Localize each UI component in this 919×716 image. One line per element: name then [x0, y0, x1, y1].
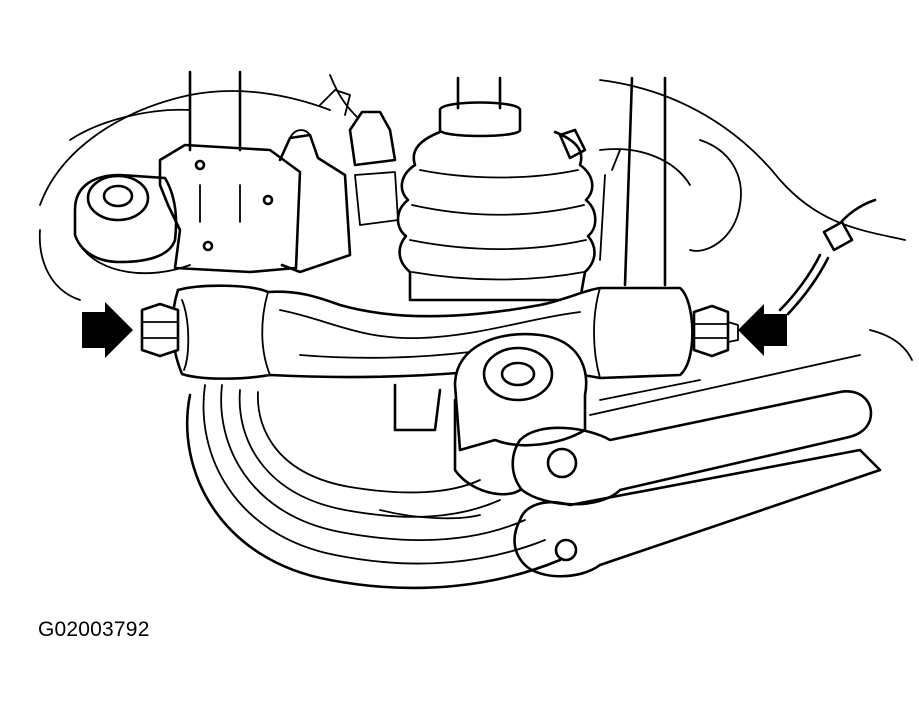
right-strut [599, 76, 667, 287]
lower-links [511, 354, 882, 578]
left-bolt [140, 302, 180, 358]
right-bolt [692, 304, 739, 358]
drive-shaft-boot [396, 76, 597, 302]
brake-disc [185, 384, 562, 590]
arrow-right-icon [82, 302, 133, 358]
figure-code: G02003792 [38, 618, 150, 641]
left-strut [158, 70, 302, 274]
arrow-left-icon [738, 304, 787, 356]
center-bushing [393, 332, 588, 496]
left-bushing-mount [73, 173, 191, 275]
brake-line [778, 198, 877, 316]
